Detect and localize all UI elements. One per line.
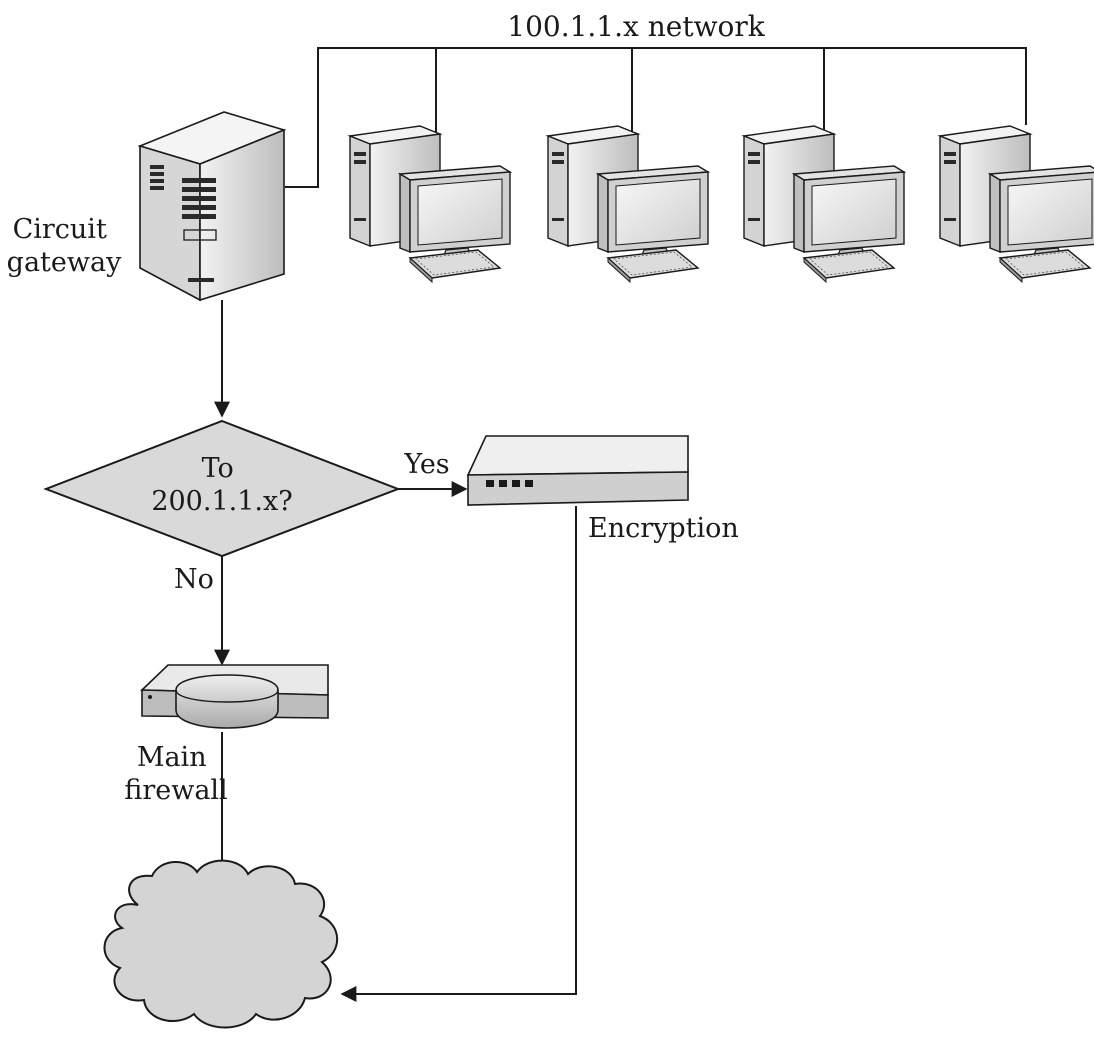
workstation-computer-icon <box>937 125 1094 284</box>
encryption-label: Encryption <box>588 513 739 544</box>
circuit-gateway-server-icon <box>137 111 287 302</box>
no-label: No <box>174 564 214 595</box>
firewall-label: Main firewall <box>124 742 227 806</box>
decision-question: To 200.1.1.x? <box>151 453 292 517</box>
workstation-computer-icon <box>545 125 711 284</box>
workstation-computer-icon <box>347 125 513 284</box>
main-firewall-icon <box>140 664 329 729</box>
decision-diamond <box>43 419 401 558</box>
encryption-device-icon <box>466 435 689 506</box>
encryption-to-cloud-arrow <box>340 506 577 1002</box>
gateway-label: Circuit gateway <box>7 214 122 278</box>
network-bus <box>285 47 1027 188</box>
network-label: 100.1.1.x network <box>507 10 766 43</box>
workstations <box>347 125 1094 284</box>
yes-label: Yes <box>403 449 449 480</box>
internet-cloud-icon <box>103 859 339 1029</box>
workstation-computer-icon <box>741 125 907 284</box>
